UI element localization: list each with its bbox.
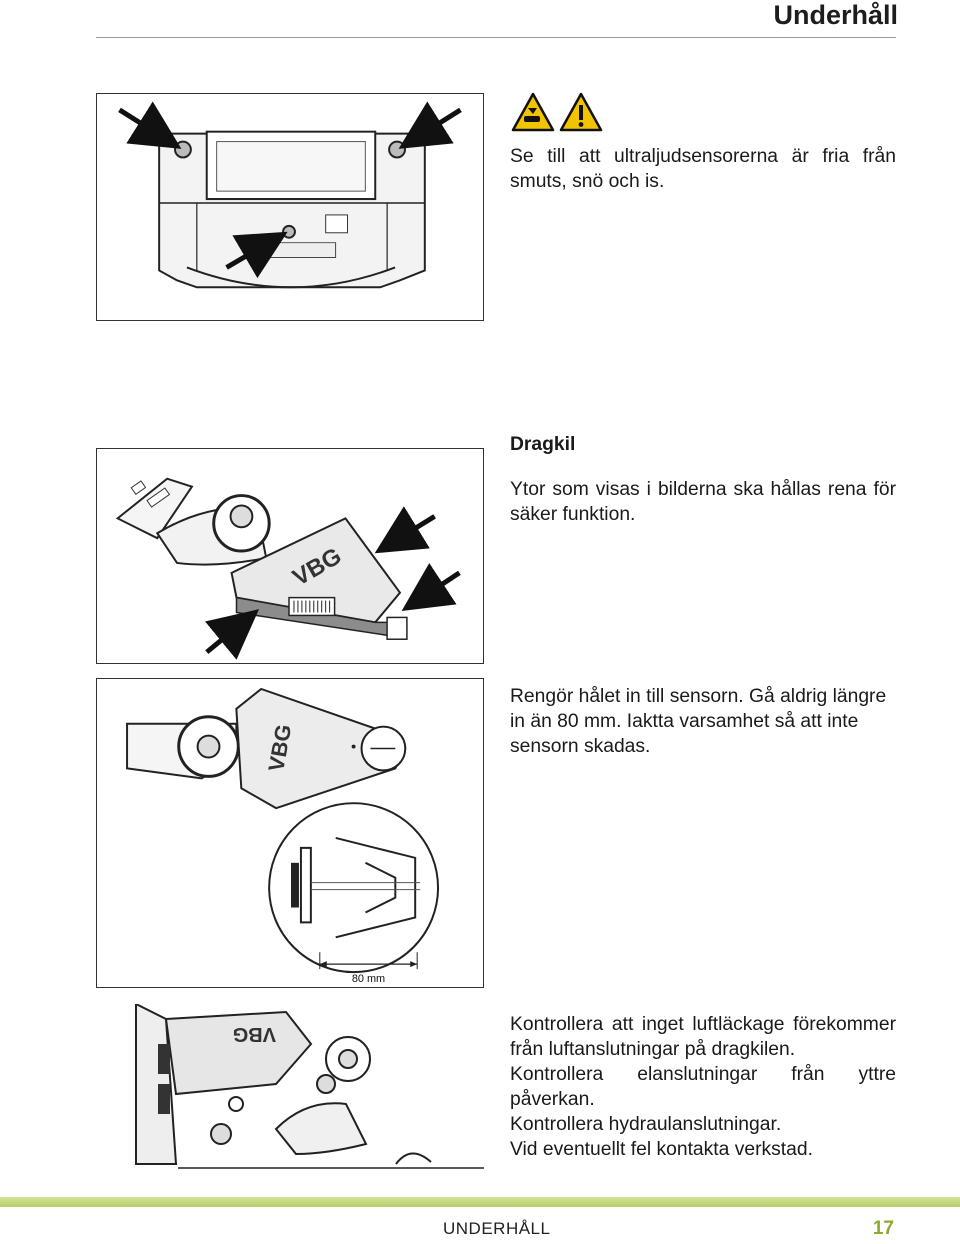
hand-crush-warning-icon [511,92,555,132]
check-air-leak: Kontrollera att inget luftläckage föreko… [510,1014,896,1060]
dragkil-illustration: VBG [115,477,461,660]
connections-figure: VBG [96,1004,484,1170]
exclamation-warning-icon [559,92,603,132]
clean-hole-instruction: Rengör hålet in till sensorn. Gå aldrig … [510,686,887,757]
sensor-hole-figure: VBG 80 mm [96,678,484,988]
sensor-illustration [118,101,462,289]
page-number: 17 [872,1218,894,1239]
sensor-instruction: Se till att ultraljudsensorerna är fria … [510,146,896,192]
section-heading-dragkil: Dragkil [510,434,576,455]
header-divider [96,37,896,38]
dimension-label: 80 mm [352,973,385,985]
dragkil-instruction: Ytor som visas i bilderna ska hållas ren… [510,479,896,525]
check-electrical: Kontrollera elanslutningar från yttre på… [510,1064,896,1110]
dragkil-figure: VBG [96,448,484,664]
check-hydraulic: Kontrollera hydraulanslutningar. [510,1114,782,1135]
sensor-figure [96,93,484,321]
checks-instructions: Kontrollera att inget luftläckage föreko… [510,1012,896,1162]
footer-section-label: UNDERHÅLL [443,1219,551,1238]
page-header-title: Underhåll [773,0,898,30]
warning-icons [511,92,603,132]
vbg-logo-text-3: VBG [233,1023,276,1045]
contact-workshop: Vid eventuellt fel kontakta verkstad. [510,1139,813,1160]
footer-band [0,1197,960,1207]
connections-illustration: VBG [135,1004,484,1169]
sensor-hole-illustration: VBG 80 mm [126,687,440,985]
